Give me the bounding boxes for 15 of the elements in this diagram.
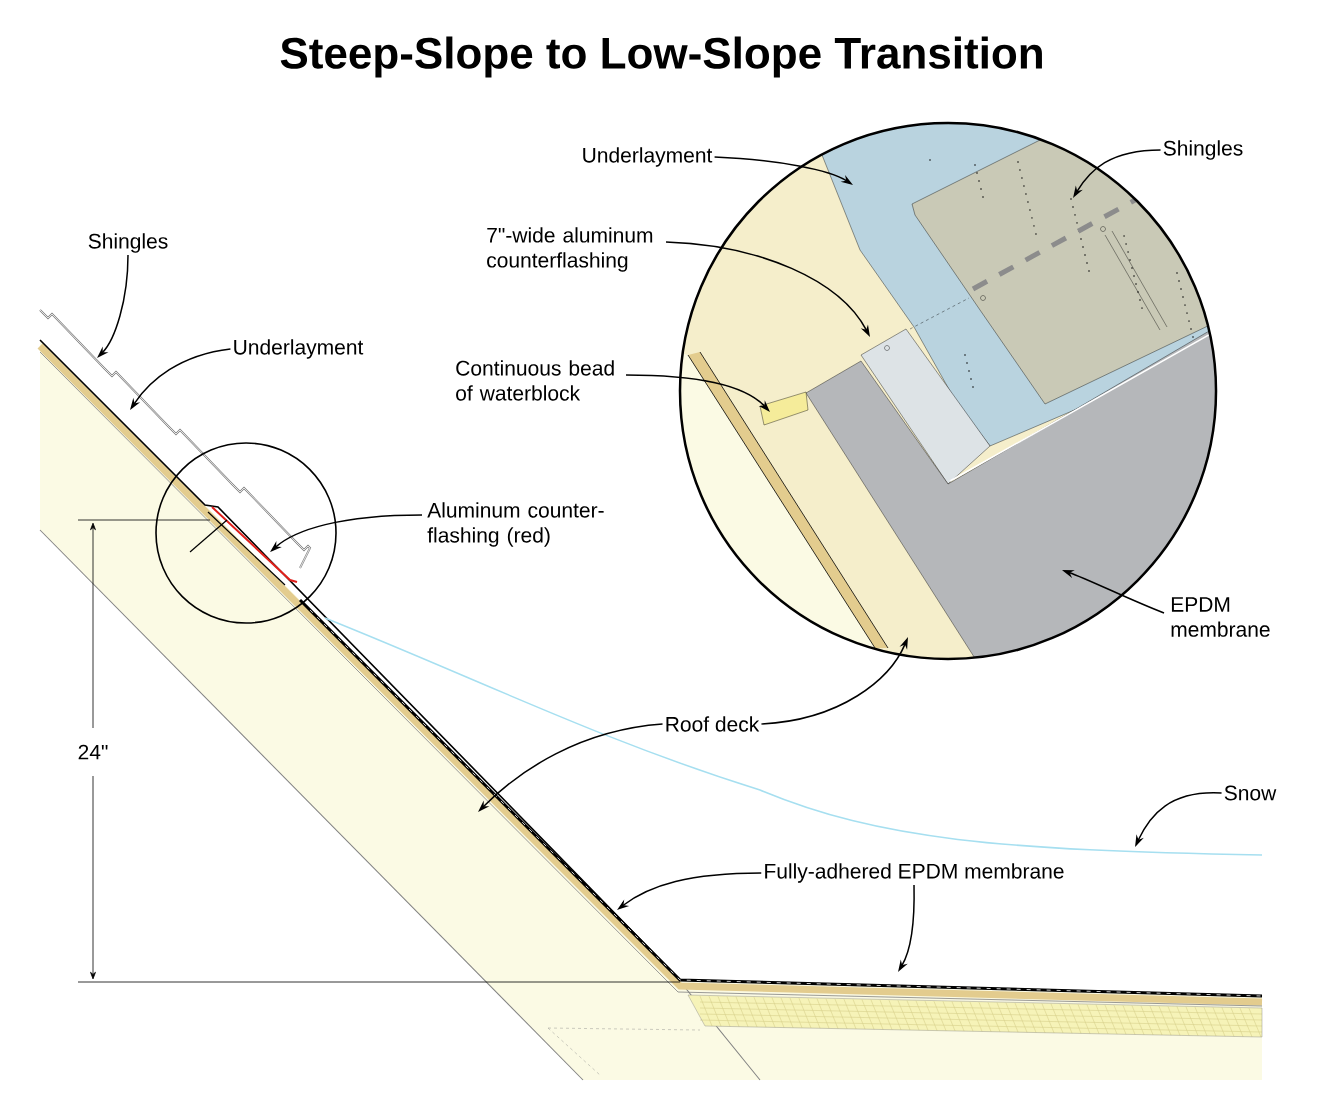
- callout-label: Aluminum counter- flashing (red): [427, 502, 604, 547]
- callout-label: Roof deck: [666, 716, 760, 732]
- callout-label: Fully-adhered EPDM membrane: [765, 863, 1064, 883]
- callout-label: Snow: [1224, 785, 1277, 801]
- callout-label: EPDM membrane: [1171, 597, 1270, 637]
- dimension-label: 24": [78, 744, 108, 760]
- callout-label: 7"-wide aluminum counterflashing: [487, 227, 653, 272]
- callout-label: Shingles: [88, 233, 168, 253]
- leader-line: [97, 254, 129, 358]
- callout-label: Shingles: [1163, 140, 1243, 160]
- callout-label: Underlayment: [583, 147, 713, 167]
- callout-label: Continuous bead of waterblock: [456, 360, 614, 401]
- callout-label: Underlayment: [234, 339, 364, 359]
- title: Steep-Slope to Low-Slope Transition: [280, 36, 1042, 78]
- leader-line: [478, 723, 664, 812]
